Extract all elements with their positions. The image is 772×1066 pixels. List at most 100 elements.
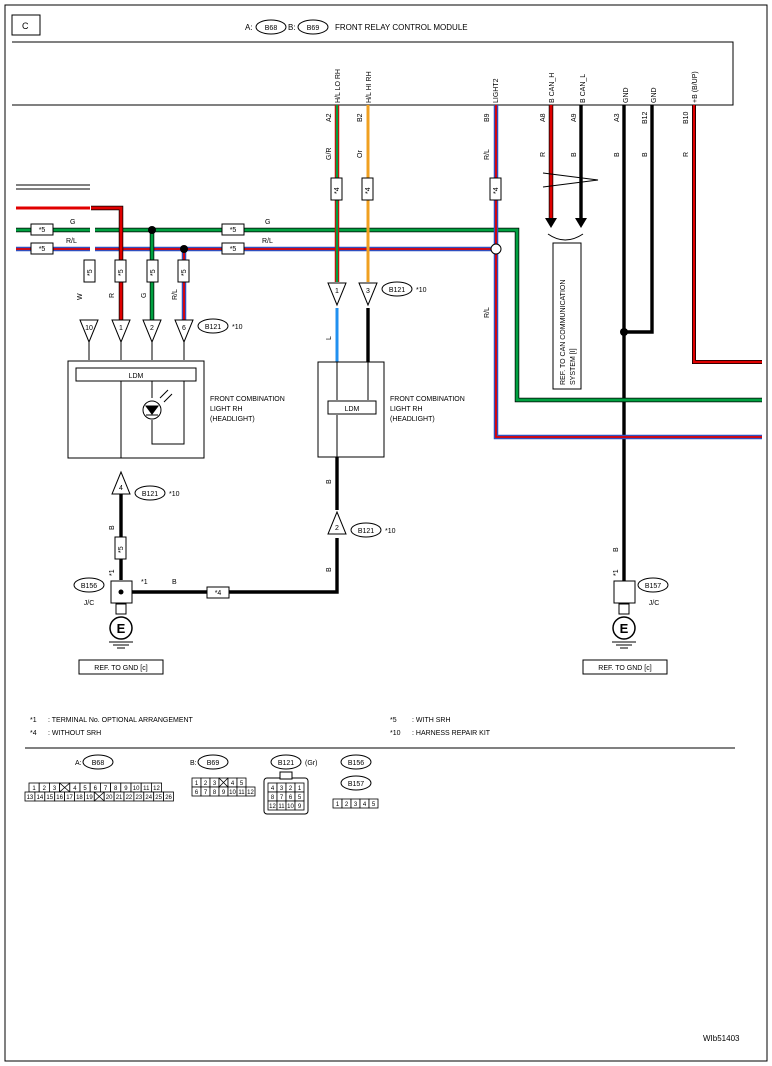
tag-s5: *5	[39, 246, 46, 253]
tag-s5: *5	[230, 246, 237, 253]
pin-name-gnd-2: GND	[651, 87, 658, 103]
cavity-number: 5	[298, 795, 302, 801]
ref-gnd-left: REF. TO GND [c]	[94, 665, 147, 672]
cavity-number: 18	[76, 795, 83, 801]
b121-star: *10	[169, 491, 180, 498]
label-rl-left: R/L	[66, 238, 77, 245]
tag-s4: *4	[493, 187, 500, 194]
light-right-line2: LIGHT RH	[390, 406, 423, 413]
wire-b-jc	[121, 538, 339, 594]
note-2-text: : WITHOUT SRH	[48, 730, 101, 737]
twisted-pair-brace	[547, 233, 584, 241]
module-b-conn: B69	[307, 25, 320, 32]
twisted-pair-mark	[542, 172, 599, 188]
b121-label: B121	[358, 528, 374, 535]
module-title: FRONT RELAY CONTROL MODULE	[335, 23, 468, 32]
tag-s5: *5	[87, 269, 94, 276]
blank-cavity-icon	[218, 777, 229, 788]
cavity-number: 3	[53, 786, 57, 792]
ref-gnd-left-box	[78, 659, 164, 675]
relay-module-body	[12, 41, 734, 106]
label-rl-mid: R/L	[262, 238, 273, 245]
label-l: L	[326, 336, 333, 340]
cavity-number: 4	[73, 786, 77, 792]
star1-left-h: *1	[141, 579, 148, 586]
cavity-number: 4	[271, 786, 275, 792]
module-b-prefix: B:	[288, 23, 296, 32]
pin-num-b2: B2	[357, 113, 364, 122]
connector-cavity	[294, 800, 305, 811]
cavity-number: 7	[280, 795, 284, 801]
cavity-number: 6	[289, 795, 293, 801]
pin-num-a9: A9	[571, 113, 578, 122]
jc-left-label: J/C	[84, 600, 95, 607]
cavity-number: 2	[345, 802, 349, 808]
cv-b121-oval	[270, 754, 302, 770]
tag-s5: *5	[230, 227, 237, 234]
doc-id: WIb51403	[703, 1034, 740, 1043]
cavity-number: 21	[116, 795, 123, 801]
cavity-number: 8	[271, 795, 275, 801]
cavity-number: 16	[56, 795, 63, 801]
label-b-1: B	[326, 479, 333, 484]
label-rl-b9: R/L	[484, 307, 491, 318]
light-right-line1: FRONT COMBINATION	[390, 396, 465, 403]
jc-stub	[618, 603, 630, 615]
pin-num-b9: B9	[484, 113, 491, 122]
cv-b156-oval	[340, 754, 372, 770]
cv-b121: B121	[278, 760, 294, 767]
cavity-number: 17	[66, 795, 73, 801]
blank-cavity-icon	[94, 791, 105, 802]
module-a-prefix: A:	[245, 23, 253, 32]
ldm-label-left: LDM	[129, 373, 144, 380]
cv-b69-oval	[197, 754, 229, 770]
connector-cavity	[368, 798, 379, 809]
b156-oval	[73, 577, 105, 593]
led-circuit	[120, 381, 185, 458]
b121-star: *10	[232, 324, 243, 331]
pin-num-a3: A3	[614, 113, 621, 122]
cv-b157-oval	[340, 775, 372, 791]
b157-oval	[637, 577, 669, 593]
cavity-number: 22	[126, 795, 133, 801]
arrow-down-icon	[575, 218, 587, 228]
b121-label: B121	[389, 287, 405, 294]
label-g-left: G	[70, 219, 75, 226]
light-emit-icon	[159, 389, 173, 403]
jc-stub	[115, 603, 127, 615]
ground-bars-icon	[612, 641, 636, 649]
note-4-mark: *10	[390, 730, 401, 737]
cavity-number: 7	[204, 790, 208, 796]
pin-name-light2: LIGHT2	[493, 78, 500, 103]
light-left-line3: (HEADLIGHT)	[210, 416, 255, 423]
module-a-conn: B68	[265, 25, 278, 32]
cavity-number: 4	[231, 781, 235, 787]
pin-1: 1	[335, 288, 339, 295]
connector-cavity	[245, 786, 256, 797]
cavity-number: 24	[145, 795, 152, 801]
cv-b68: B68	[92, 760, 105, 767]
cavity-number: 7	[104, 786, 108, 792]
label-rl: R/L	[172, 289, 179, 300]
cavity-number: 11	[143, 786, 150, 792]
cv-b-label: B:	[190, 760, 197, 767]
label-g: G	[141, 293, 148, 298]
wire-gnd-b12	[624, 105, 654, 334]
cavity-number: 1	[32, 786, 36, 792]
cv-b69: B69	[207, 760, 220, 767]
ldm-label-right: LDM	[345, 406, 360, 413]
wire-bup-outline	[692, 105, 762, 364]
connector-cavity	[163, 791, 174, 802]
ground-bars-icon	[109, 641, 133, 649]
tag-s5: *5	[118, 546, 125, 553]
b121-star: *10	[385, 528, 396, 535]
cavity-number: 9	[222, 790, 226, 796]
pin-3: 3	[366, 288, 370, 295]
light-left-line1: FRONT COMBINATION	[210, 396, 285, 403]
light-right-line3: (HEADLIGHT)	[390, 416, 435, 423]
cavity-number: 11	[278, 804, 285, 810]
b121-star: *10	[416, 287, 427, 294]
cavity-number: 5	[240, 781, 244, 787]
